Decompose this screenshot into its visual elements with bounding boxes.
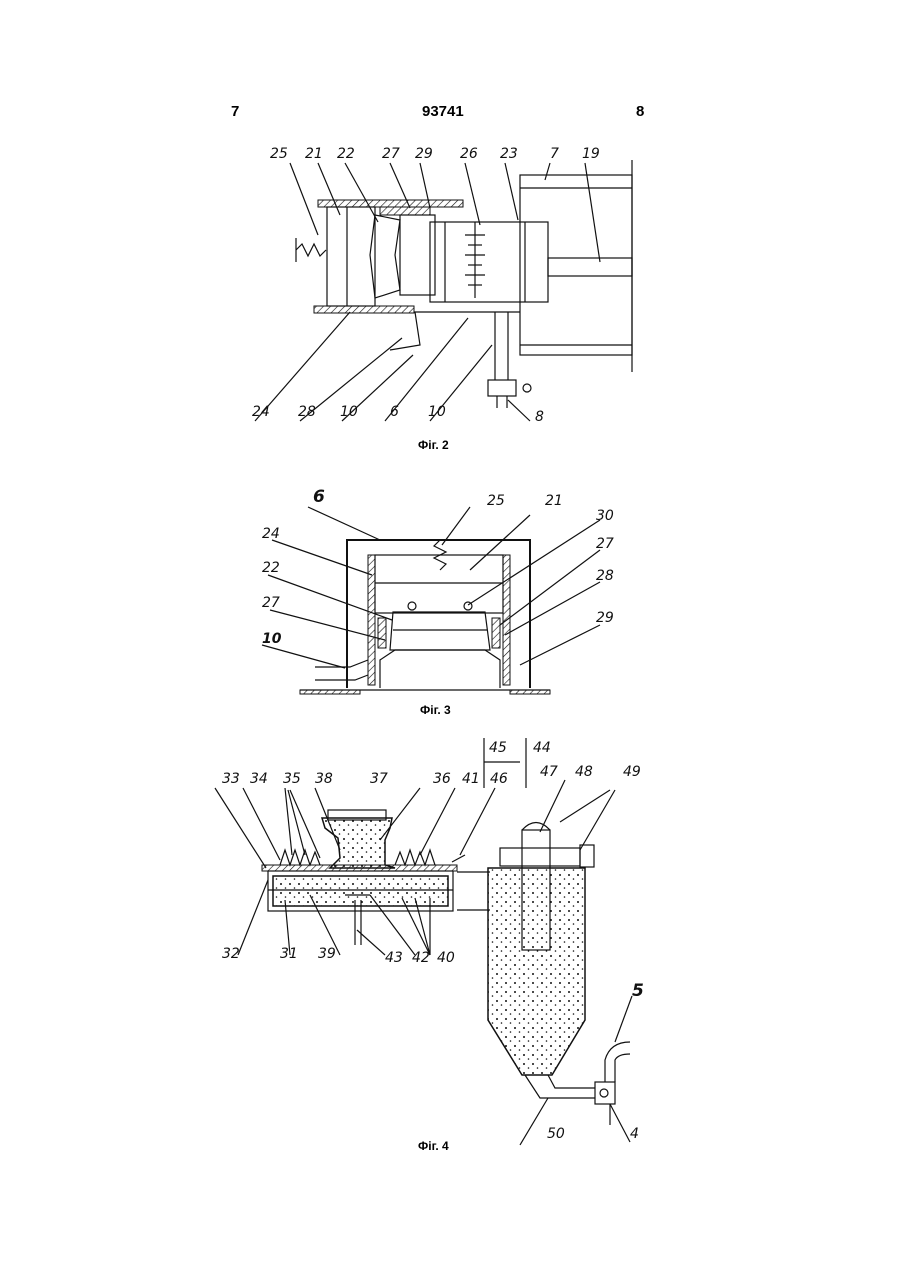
- fig4-label-40: 40: [437, 950, 455, 966]
- fig4-label-39: 39: [318, 946, 336, 962]
- fig3-label-25: 25: [487, 493, 505, 509]
- fig2-label-19: 19: [582, 146, 600, 162]
- fig4-label-42: 42: [412, 950, 430, 966]
- fig2-label-28: 28: [298, 404, 316, 420]
- fig2-label-10a: 10: [340, 404, 358, 420]
- fig2-label-21: 21: [305, 146, 323, 162]
- fig2-lower-wall: [314, 306, 414, 313]
- fig3-label-10: 10: [262, 631, 282, 647]
- fig4-label-4: 4: [630, 1126, 639, 1142]
- fig2-label-8: 8: [535, 409, 544, 425]
- fig3-label-29: 29: [596, 610, 614, 626]
- figure-2-drawing: 25 21 22 27 29 26 23 7 19 24 28 10 6 10 …: [252, 146, 632, 425]
- fig3-label-30: 30: [596, 508, 614, 524]
- fig4-label-37: 37: [370, 771, 388, 787]
- fig3-label-21: 21: [545, 493, 563, 509]
- fig3-label-28: 28: [596, 568, 614, 584]
- figure-2-caption: Фіг. 2: [418, 438, 449, 452]
- fig4-label-34: 34: [250, 771, 268, 787]
- fig3-label-27b: 27: [262, 595, 280, 611]
- fig4-label-50: 50: [547, 1126, 565, 1142]
- fig3-label-27a: 27: [596, 536, 614, 552]
- fig2-upper-wall: [318, 200, 463, 207]
- figure-4-caption: Фіг. 4: [418, 1139, 449, 1153]
- fig2-label-6: 6: [390, 404, 399, 420]
- fig2-label-29: 29: [415, 146, 433, 162]
- fig4-label-5: 5: [632, 981, 644, 1001]
- fig4-label-49: 49: [623, 764, 641, 780]
- figure-3-labels: 6 25 21 30 24 27 22 28 27 29 10: [262, 487, 614, 647]
- fig3-label-24: 24: [262, 526, 280, 542]
- fig2-label-10b: 10: [428, 404, 446, 420]
- fig2-label-26: 26: [460, 146, 478, 162]
- fig2-label-7: 7: [550, 146, 559, 162]
- fig4-label-45: 45: [489, 740, 507, 756]
- fig3-label-22: 22: [262, 560, 280, 576]
- fig2-label-25: 25: [270, 146, 288, 162]
- fig2-label-23: 23: [500, 146, 518, 162]
- figure-4-drawing: 45 44 33 34 35 38 37 36 41 46 47 48 49 3…: [215, 738, 644, 1145]
- fig4-label-38: 38: [315, 771, 333, 787]
- fig4-label-41: 41: [462, 771, 480, 787]
- fig2-label-24: 24: [252, 404, 270, 420]
- fig4-label-46: 46: [490, 771, 508, 787]
- fig4-label-48: 48: [575, 764, 593, 780]
- figure-3-caption: Фіг. 3: [420, 703, 451, 717]
- fig2-label-27: 27: [382, 146, 400, 162]
- fig4-label-44: 44: [533, 740, 551, 756]
- fig2-label-22: 22: [337, 146, 355, 162]
- fig4-label-36: 36: [433, 771, 451, 787]
- fig4-label-47: 47: [540, 764, 558, 780]
- fig4-label-31: 31: [280, 946, 298, 962]
- fig4-label-35: 35: [283, 771, 301, 787]
- fig4-label-33: 33: [222, 771, 240, 787]
- fig3-label-6: 6: [313, 487, 325, 507]
- fig4-label-32: 32: [222, 946, 240, 962]
- fig4-label-43: 43: [385, 950, 403, 966]
- figure-3-drawing: 6 25 21 30 24 27 22 28 27 29 10: [262, 487, 614, 694]
